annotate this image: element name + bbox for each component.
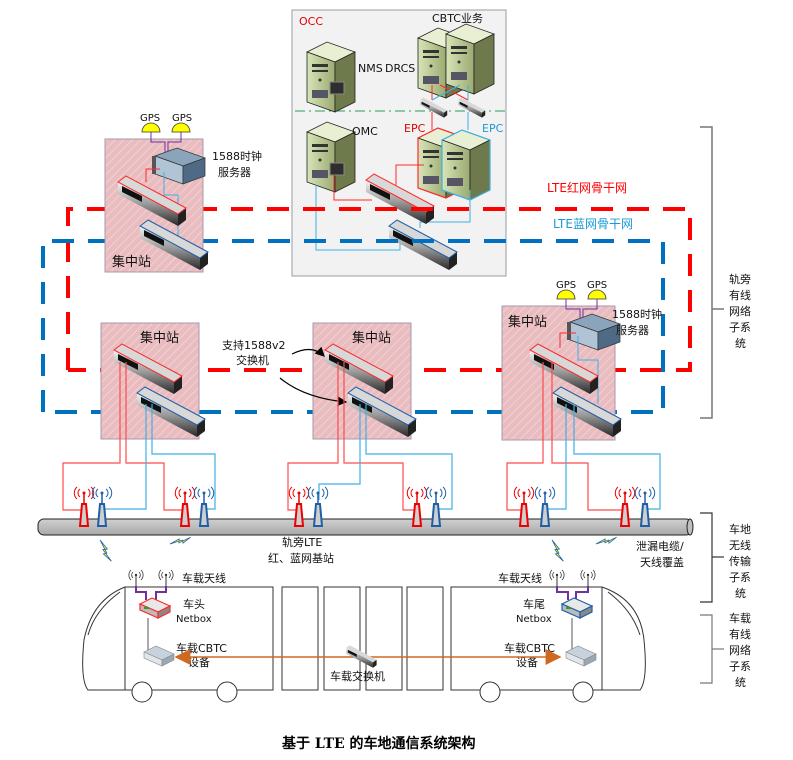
occ-label: OCC [299,15,323,28]
omc-terminal-icon [329,162,345,176]
train-antenna-icon [158,569,174,587]
station-2-blue-switch-icon [136,386,206,437]
rear-antenna-label: 车载天线 [498,571,542,585]
front-netbox-label-2: Netbox [176,614,212,625]
subsystem-bracket-wayside [700,126,724,419]
figure-caption: 基于 LTE 的车地通信系统架构 [282,735,476,752]
base-station-label-2: 红、蓝网基站 [268,551,334,565]
leaky-cable-label-1: 泄漏电缆/ [636,540,684,553]
leaky-cable [37,518,694,536]
rear-cbtc-device-icon [565,645,597,667]
station-1-label: 集中站 [112,254,151,270]
nms-label: NMS [358,62,383,75]
switch-note-line1: 支持1588v2 [222,338,286,352]
gps-icon [587,289,607,300]
front-antenna-label: 车载天线 [182,571,226,585]
subsystem-bracket-wireless [700,512,724,603]
gps-icon [171,122,191,133]
station-4-blue-switch-icon [552,386,622,437]
svg-text:车载: 车载 [729,611,751,625]
front-netbox-label-1: 车头 [183,597,205,611]
clock-server-label-1: 1588时钟 [212,149,262,163]
epc-blue-server-icon [441,129,491,201]
svg-text:车地: 车地 [729,522,751,536]
clock-server-label-2: 服务器 [218,166,251,179]
gps-label: GPS [587,280,607,291]
cbtc-label: CBTC业务 [432,12,483,25]
station-2: 集中站 [100,322,206,440]
subsystem-label-wayside: 轨旁 有线 网络 子系 统 [729,272,751,350]
drcs-label: DRCS [385,62,415,75]
nms-server-icon [306,41,356,113]
train [82,586,646,703]
front-netbox-icon [138,597,172,619]
svg-text:子系: 子系 [729,571,751,584]
nms-terminal-icon [329,81,345,95]
wireless-signal-icon [94,539,118,562]
occ-core-blue-switch-icon [388,219,458,270]
subsystem-bracket-onboard [700,614,724,684]
wireless-signal-icon [546,539,570,562]
epc-blue-label: EPC [482,122,504,135]
gps-label: GPS [140,113,160,124]
red-network-label: LTE红网骨干网 [547,180,627,195]
gps-label: GPS [172,113,192,124]
gps-icon [556,289,576,300]
blue-backbone-ring [41,239,665,414]
station-1-red-switch-icon [117,175,187,226]
rear-netbox-icon [560,597,594,619]
omc-label: OMC [352,125,378,138]
station-3-label: 集中站 [352,330,391,346]
svg-text:网络: 网络 [729,643,751,657]
occ-panel: OCC NMS OMC CBTC业务 DRCS EPC EPC [291,9,507,277]
svg-text:有线: 有线 [729,288,751,302]
rear-netbox-label-1: 车尾 [523,597,545,611]
train-antenna-icon [580,569,596,587]
subsystem-label-onboard: 车载 有线 网络 子系 统 [729,611,751,689]
station-3: 集中站 [312,322,417,440]
station-3-red-switch-icon [324,343,394,394]
gps-icon [141,122,161,133]
svg-text:传输: 传输 [729,554,751,568]
station-3-blue-switch-icon [347,386,417,437]
svg-text:统: 统 [735,676,746,689]
svg-text:无线: 无线 [729,538,751,552]
switch-note-line2: 交换机 [236,353,269,367]
station-4-label: 集中站 [508,314,547,330]
note-arrow-1 [291,346,325,357]
omc-server-icon [306,121,356,193]
rear-cbtc-label-1: 车载CBTC [504,641,555,655]
train-antenna-icon [128,569,144,587]
svg-text:子系: 子系 [729,321,751,334]
svg-text:网络: 网络 [729,304,751,318]
station-4: 集中站 GPS GPS 1588时钟 服务器 [501,280,662,441]
clock-server-label-1: 1588时钟 [612,307,662,321]
blue-network-label: LTE蓝网骨干网 [553,217,633,231]
occ-core-red-switch-icon [365,173,435,224]
wayside-wiring [62,362,661,511]
cbtc-server-icon [445,23,495,95]
base-station-label-1: 轨旁LTE [282,535,322,549]
station-1-blue-switch-icon [139,219,209,270]
onboard-switch-label: 车载交换机 [330,669,385,683]
clock-server-label-2: 服务器 [616,324,649,337]
front-cbtc-label-1: 车载CBTC [176,641,227,655]
subsystem-label-wireless: 车地 无线 传输 子系 统 [729,522,751,600]
front-cbtc-device-icon [143,645,175,667]
station-2-label: 集中站 [140,330,179,346]
station-1: 集中站 GPS GPS 1588时钟 服务器 [104,113,262,273]
svg-text:统: 统 [735,587,746,600]
svg-text:统: 统 [735,337,746,350]
svg-text:子系: 子系 [729,660,751,673]
epc-red-label: EPC [404,122,426,135]
station-4-red-switch-icon [529,343,599,394]
rear-netbox-label-2: Netbox [516,614,552,625]
station-2-red-switch-icon [113,343,183,394]
gps-label: GPS [556,280,576,291]
leaky-cable-label-2: 天线覆盖 [640,555,684,569]
svg-text:轨旁: 轨旁 [729,272,751,286]
svg-text:有线: 有线 [729,627,751,641]
train-antenna-icon [549,569,565,587]
